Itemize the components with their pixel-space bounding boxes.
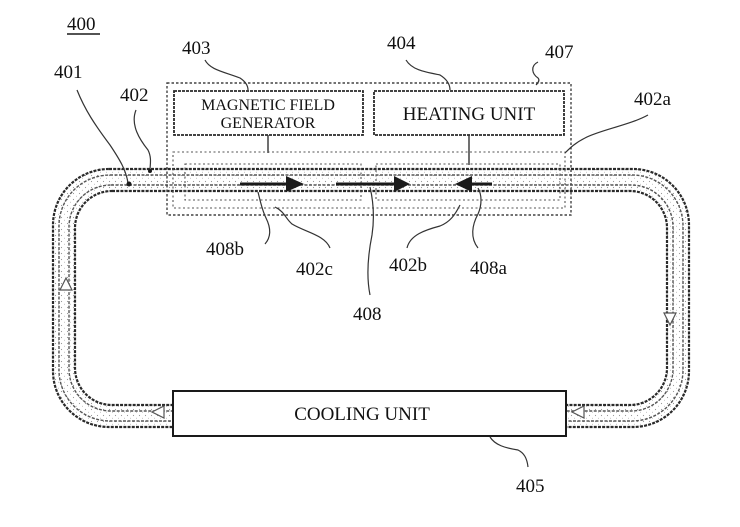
leader-408 <box>367 186 375 296</box>
leader-408b <box>257 191 271 245</box>
label-402c: 402c <box>296 259 333 280</box>
pipe-wall-2 <box>58 174 684 422</box>
label-402b: 402b <box>389 255 427 276</box>
magnetic-field-generator-box: MAGNETIC FIELD GENERATOR <box>173 90 364 153</box>
label-402a: 402a <box>634 89 672 110</box>
marker-401 <box>126 181 132 187</box>
leader-401 <box>76 89 129 184</box>
pipe-outer-wall <box>51 167 691 429</box>
region-402a <box>172 151 566 209</box>
figure-number-text: 400 <box>67 14 96 35</box>
label-404: 404 <box>387 33 416 54</box>
flow-arrow-408a-head-icon <box>455 176 472 192</box>
label-405: 405 <box>516 476 545 497</box>
circulation-arrow-up-icon <box>59 276 73 291</box>
magnetic-field-generator-label-line1: MAGNETIC FIELD <box>201 97 335 114</box>
circulation-arrow-left-icon-1 <box>150 405 165 419</box>
circulation-arrow-left-icon-2 <box>570 405 585 419</box>
region-402b <box>375 163 561 201</box>
circulation-arrow-down-icon <box>663 312 677 327</box>
reference-numerals: 401 402 403 404 407 402a 408b 402c 408 4… <box>54 33 672 497</box>
flow-arrow-408b-head-icon <box>286 176 304 192</box>
leader-lines <box>76 59 649 468</box>
label-408b: 408b <box>206 239 244 260</box>
heating-unit-box: HEATING UNIT <box>373 90 565 165</box>
flow-arrow-408-head-icon <box>394 176 410 192</box>
module-407-boundary <box>166 82 572 216</box>
leader-402a <box>564 114 649 154</box>
flow-arrows <box>240 176 492 192</box>
leader-407 <box>532 61 540 86</box>
leader-402c <box>274 206 331 249</box>
label-408: 408 <box>353 304 382 325</box>
cooling-unit-rect <box>172 390 567 437</box>
leader-402b <box>406 204 461 249</box>
magnetic-field-generator-label-line2: GENERATOR <box>221 115 316 132</box>
marker-402 <box>148 169 152 173</box>
pipe-wall-3 <box>68 184 674 412</box>
label-408a: 408a <box>470 258 508 279</box>
cooling-unit-box: COOLING UNIT <box>172 390 567 437</box>
label-403: 403 <box>182 38 211 59</box>
leader-402 <box>133 109 152 171</box>
leader-403 <box>204 59 249 91</box>
leader-405 <box>489 436 529 468</box>
heating-unit-rect <box>373 90 565 136</box>
field-regions <box>172 151 566 209</box>
circulation-arrows <box>59 276 677 419</box>
magnetic-field-generator-rect <box>173 90 364 136</box>
cooling-unit-label: COOLING UNIT <box>294 404 430 425</box>
label-401: 401 <box>54 62 83 83</box>
pipe-inner-wall <box>73 189 669 407</box>
heating-unit-label: HEATING UNIT <box>403 104 536 125</box>
leader-404 <box>405 59 451 91</box>
leader-408a <box>472 187 482 249</box>
label-402: 402 <box>120 85 149 106</box>
label-407: 407 <box>545 42 574 63</box>
figure-number: 400 <box>67 14 100 35</box>
region-402c <box>184 163 362 201</box>
pipe-loop <box>51 167 691 429</box>
